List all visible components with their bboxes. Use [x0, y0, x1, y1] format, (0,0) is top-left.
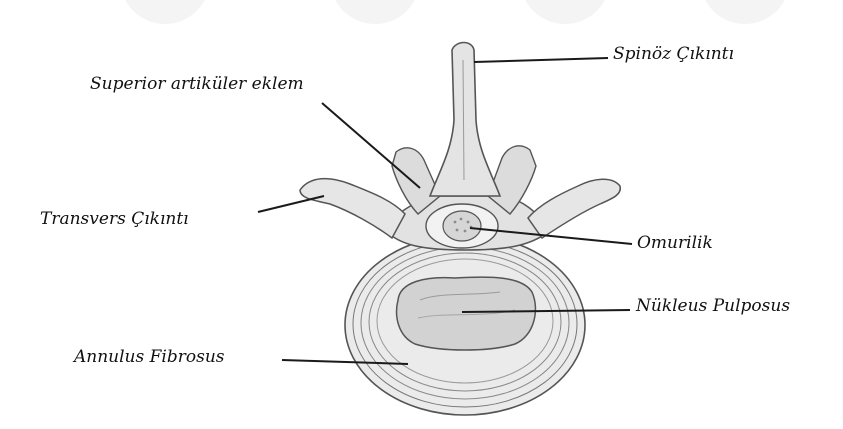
leader-line-transvers: [258, 196, 324, 212]
leader-line-spinoz: [474, 58, 608, 62]
label-spinoz-cikinti: Spinöz Çıkıntı: [613, 46, 734, 63]
label-superior-artikuler-eklem: Superior artiküler eklem: [90, 76, 304, 93]
leader-line-superior: [322, 103, 420, 188]
spinal-cord: [443, 211, 481, 241]
label-annulus-fibrosus: Annulus Fibrosus: [74, 349, 225, 366]
spinous-process: [430, 43, 500, 197]
transverse-process-right: [528, 179, 620, 238]
label-nukleus-pulposus: Nükleus Pulposus: [636, 298, 790, 315]
nucleus-pulposus-shape: [397, 277, 536, 350]
label-omurilik: Omurilik: [637, 235, 713, 252]
transverse-process-left: [300, 179, 405, 238]
label-transvers-cikinti: Transvers Çıkıntı: [40, 211, 189, 228]
